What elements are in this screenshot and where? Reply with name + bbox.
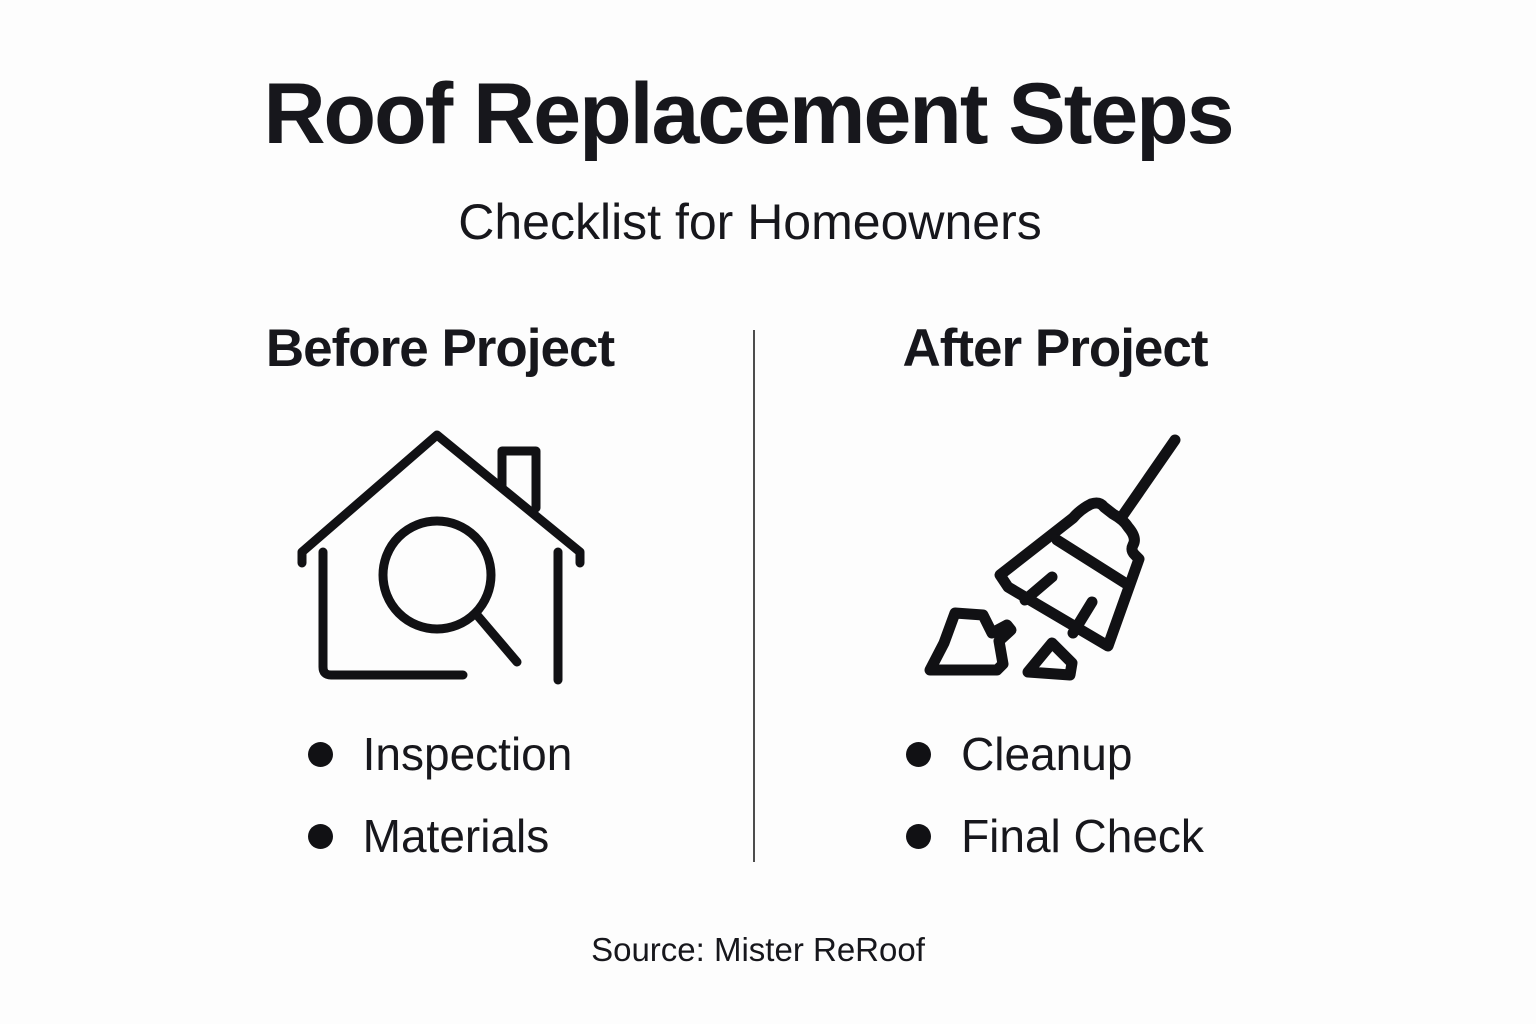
page-title: Roof Replacement Steps	[263, 66, 1234, 162]
list-item: Cleanup	[906, 726, 1204, 782]
magnifier-handle	[472, 610, 522, 667]
list-item: Materials	[307, 808, 573, 864]
list-item-label: Cleanup	[961, 728, 1133, 780]
house-left-wall-path	[318, 547, 468, 680]
before-checklist: Inspection Materials	[307, 726, 573, 890]
list-item: Inspection	[307, 726, 573, 782]
house-roof-path	[297, 430, 585, 568]
broom-handle	[1115, 434, 1181, 524]
magnifier-lens	[378, 516, 496, 634]
broom-bristle-slit	[1019, 571, 1058, 606]
column-divider	[753, 330, 755, 862]
source-note: Source: Mister ReRoof	[591, 931, 925, 968]
broom-head-outline	[994, 497, 1145, 652]
broom-band-line	[1051, 534, 1131, 589]
house-inspection-icon	[150, 420, 730, 700]
bullet-dot	[906, 741, 932, 767]
list-item: Final Check	[906, 808, 1204, 864]
broom-cleanup-icon	[765, 420, 1345, 700]
after-project-heading: After Project	[902, 319, 1208, 378]
before-project-column: Before Project Inspection Materi	[150, 320, 730, 890]
after-project-column: After Project Cleanup	[765, 320, 1345, 890]
list-item-label: Inspection	[362, 728, 573, 780]
page-subtitle: Checklist for Homeowners	[458, 194, 1042, 250]
list-item-label: Materials	[362, 810, 550, 862]
house-chimney-path	[497, 446, 541, 513]
after-checklist: Cleanup Final Check	[906, 726, 1204, 890]
list-item-label: Final Check	[961, 810, 1204, 862]
broom-bristle-slit	[1067, 596, 1098, 639]
before-project-heading: Before Project	[265, 319, 615, 378]
debris-chip	[1022, 637, 1078, 681]
bullet-dot	[906, 823, 932, 849]
debris-pile	[924, 607, 1017, 676]
bullet-dot	[307, 741, 333, 767]
bullet-dot	[307, 823, 333, 849]
